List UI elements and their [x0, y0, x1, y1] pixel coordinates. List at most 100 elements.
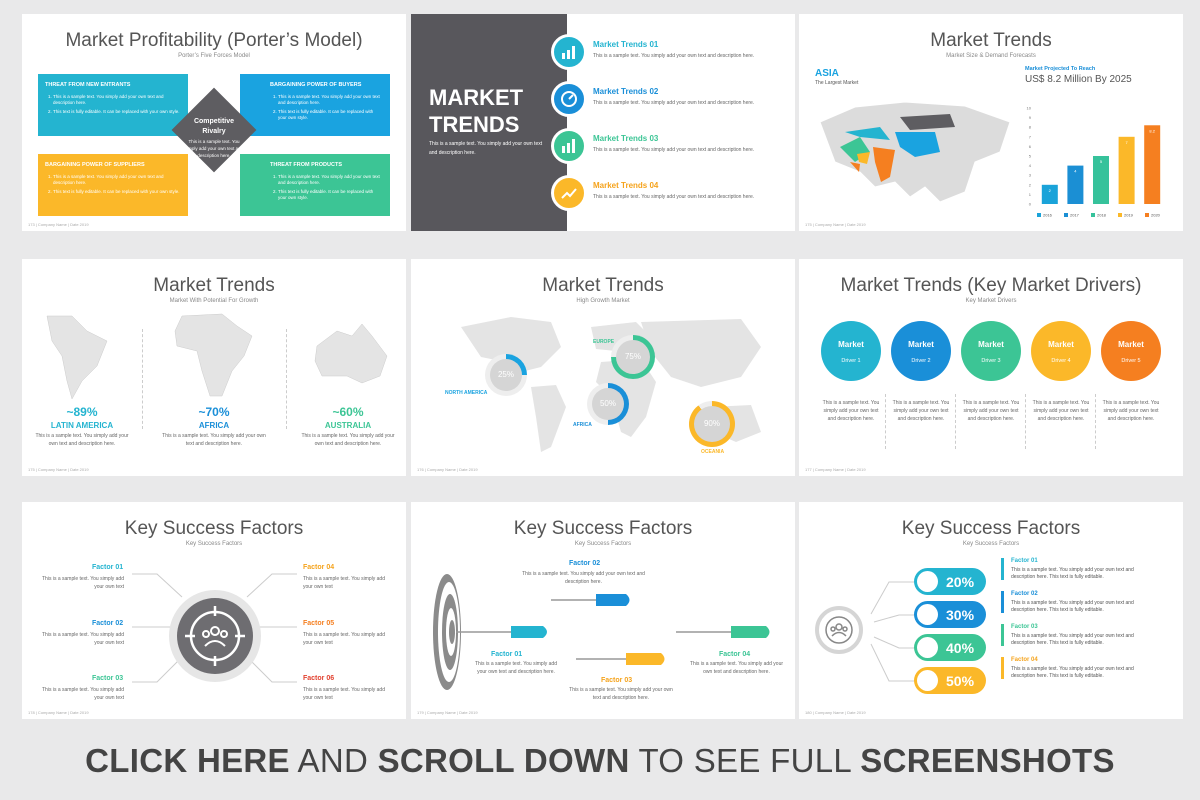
rivalry-subtitle: Rivalry: [202, 128, 226, 135]
factor-label: Factor 06: [303, 675, 335, 682]
factor-label: Factor 03: [92, 675, 124, 682]
factor-pill-3: 40%: [914, 634, 986, 661]
trend-item-4: Market Trends 04 This is a sample text. …: [551, 175, 791, 215]
factor-description: This is a sample text. You simply add yo…: [42, 576, 124, 590]
asia-map: [819, 101, 1011, 203]
legend-swatch: [1145, 213, 1149, 217]
driver-subtitle: Driver 1: [841, 358, 861, 364]
progress-ring-africa: 50%: [587, 383, 629, 425]
factor-stripe: [1001, 657, 1004, 679]
slide-footer: 177 | Company Name | Date 2019: [805, 467, 866, 472]
speedometer-icon: [551, 81, 587, 117]
stat-region: AFRICA: [198, 421, 230, 430]
y-tick-label: 7: [1029, 134, 1032, 139]
slide-key-success-factors-darts[interactable]: Key Success Factors Key Success Factors …: [411, 502, 795, 719]
slide-title: Market Trends: [930, 30, 1052, 51]
ring-value: 90%: [694, 406, 730, 442]
slide-market-size[interactable]: Market Trends Market Size & Demand Forec…: [799, 14, 1183, 231]
trend-description: This is a sample text. You simply add yo…: [593, 147, 755, 153]
factor-label: Factor 04: [719, 651, 751, 658]
region-label: AFRICA: [573, 422, 592, 428]
bar-2016: [1041, 184, 1058, 204]
slide-porters-model[interactable]: Market Profitability (Porter’s Model) Po…: [22, 14, 406, 231]
box-heading: BARGAINING POWER OF BUYERS: [270, 82, 362, 88]
scroll-down-banner[interactable]: CLICK HERE AND SCROLL DOWN TO SEE FULL S…: [0, 742, 1200, 780]
factor-description: This is a sample text. You simply add yo…: [303, 687, 385, 701]
driver-description: This is a sample text. You simply add yo…: [822, 400, 880, 422]
slide-key-success-factors-percent[interactable]: Key Success Factors Key Success Factors …: [799, 502, 1183, 719]
factor-label: Factor 05: [303, 620, 335, 627]
trend-item-1: Market Trends 01 This is a sample text. …: [551, 34, 791, 74]
legend-swatch: [1037, 213, 1041, 217]
stat-percentage: ~89%: [66, 405, 98, 419]
slide-footer: 180 | Company Name | Date 2019: [805, 710, 866, 715]
slide-subtitle: Porter’s Five Forces Model: [178, 53, 250, 59]
rivalry-text: Competitive Rivalry This is a sample tex…: [172, 118, 256, 159]
slide-growth-regions[interactable]: Market Trends Market With Potential For …: [22, 259, 406, 476]
driver-title: Market: [1118, 340, 1144, 349]
darts-graphic: [456, 594, 770, 665]
y-tick-label: 5: [1029, 154, 1032, 159]
rivalry-title: Competitive: [193, 118, 235, 125]
trend-up-icon: [551, 175, 587, 211]
bar-2018: [1093, 156, 1109, 204]
brain-icon: [917, 571, 938, 592]
factor-percentage: 40%: [946, 640, 975, 656]
banner-text: AND: [289, 742, 378, 779]
bar-2017: [1067, 165, 1084, 204]
team-target-icon: [177, 598, 253, 674]
legend-label: 2020: [1151, 213, 1161, 218]
factor-pill-1: 20%: [914, 568, 986, 595]
factor-stripe: [1001, 558, 1004, 580]
slide-subtitle: Key Market Drivers: [965, 298, 1017, 304]
slide-footer: 176 | Company Name | Date 2019: [417, 467, 478, 472]
factor-label: Factor 03: [601, 677, 633, 684]
slide-key-success-factors-hub[interactable]: Key Success Factors Key Success Factors …: [22, 502, 406, 719]
factor-stripe: [1001, 591, 1004, 613]
box-point: This is a sample text. You simply add yo…: [278, 94, 383, 106]
slide-footer: 175 | Company Name | Date 2019: [805, 222, 866, 227]
slide-high-growth-market[interactable]: Market Trends High Growth Market 25% 75%…: [411, 259, 795, 476]
force-box-buyers: BARGAINING POWER OF BUYERS This is a sam…: [240, 74, 390, 136]
bar-value-label: 4: [1074, 169, 1077, 174]
column-divider: [955, 394, 956, 449]
region-name: ASIA: [815, 68, 839, 79]
region-subtitle: The Largest Market: [815, 80, 859, 86]
africa-map: [174, 313, 253, 397]
trend-description: This is a sample text. You simply add yo…: [593, 100, 755, 106]
slide-subtitle: High Growth Market: [576, 298, 630, 304]
slide-key-market-drivers[interactable]: Market Trends (Key Market Drivers) Key M…: [799, 259, 1183, 476]
australia-map: [314, 323, 388, 384]
stat-column-australia: ~60% AUSTRALIA This is a sample text. Yo…: [290, 405, 406, 450]
factor-description: This is a sample text. You simply add yo…: [522, 571, 645, 585]
slide-title: Key Success Factors: [901, 518, 1081, 539]
banner-click-here[interactable]: CLICK HERE: [85, 742, 290, 779]
region-label: OCEANIA: [701, 449, 725, 455]
trend-item-3: Market Trends 03 This is a sample text. …: [551, 128, 791, 168]
y-tick-label: 3: [1029, 173, 1032, 178]
region-label: NORTH AMERICA: [445, 390, 488, 396]
slide-footer: 178 | Company Name | Date 2019: [28, 710, 89, 715]
y-tick-label: 6: [1029, 144, 1032, 149]
y-tick-label: 8: [1029, 125, 1032, 130]
stat-column-africa: ~70% AFRICA This is a sample text. You s…: [152, 405, 276, 450]
legend-swatch: [1118, 213, 1122, 217]
factor-label: Factor 02: [1011, 591, 1038, 597]
column-divider: [286, 329, 287, 429]
trend-label: Market Trends 02: [593, 87, 659, 96]
factor-label: Factor 02: [92, 620, 124, 627]
bar-2020: [1144, 125, 1161, 204]
slide-title: Key Success Factors: [124, 518, 304, 539]
driver-description: This is a sample text. You simply add yo…: [1032, 400, 1090, 422]
box-point: This text is fully editable. It can be r…: [53, 189, 181, 195]
factor-description: This is a sample text. You simply add yo…: [1011, 666, 1134, 679]
trend-label: Market Trends 03: [593, 134, 659, 143]
legend-label: 2018: [1097, 213, 1107, 218]
driver-subtitle: Driver 2: [911, 358, 931, 364]
y-tick-label: 2: [1029, 182, 1032, 187]
stat-description: This is a sample text. You simply add yo…: [35, 433, 129, 447]
